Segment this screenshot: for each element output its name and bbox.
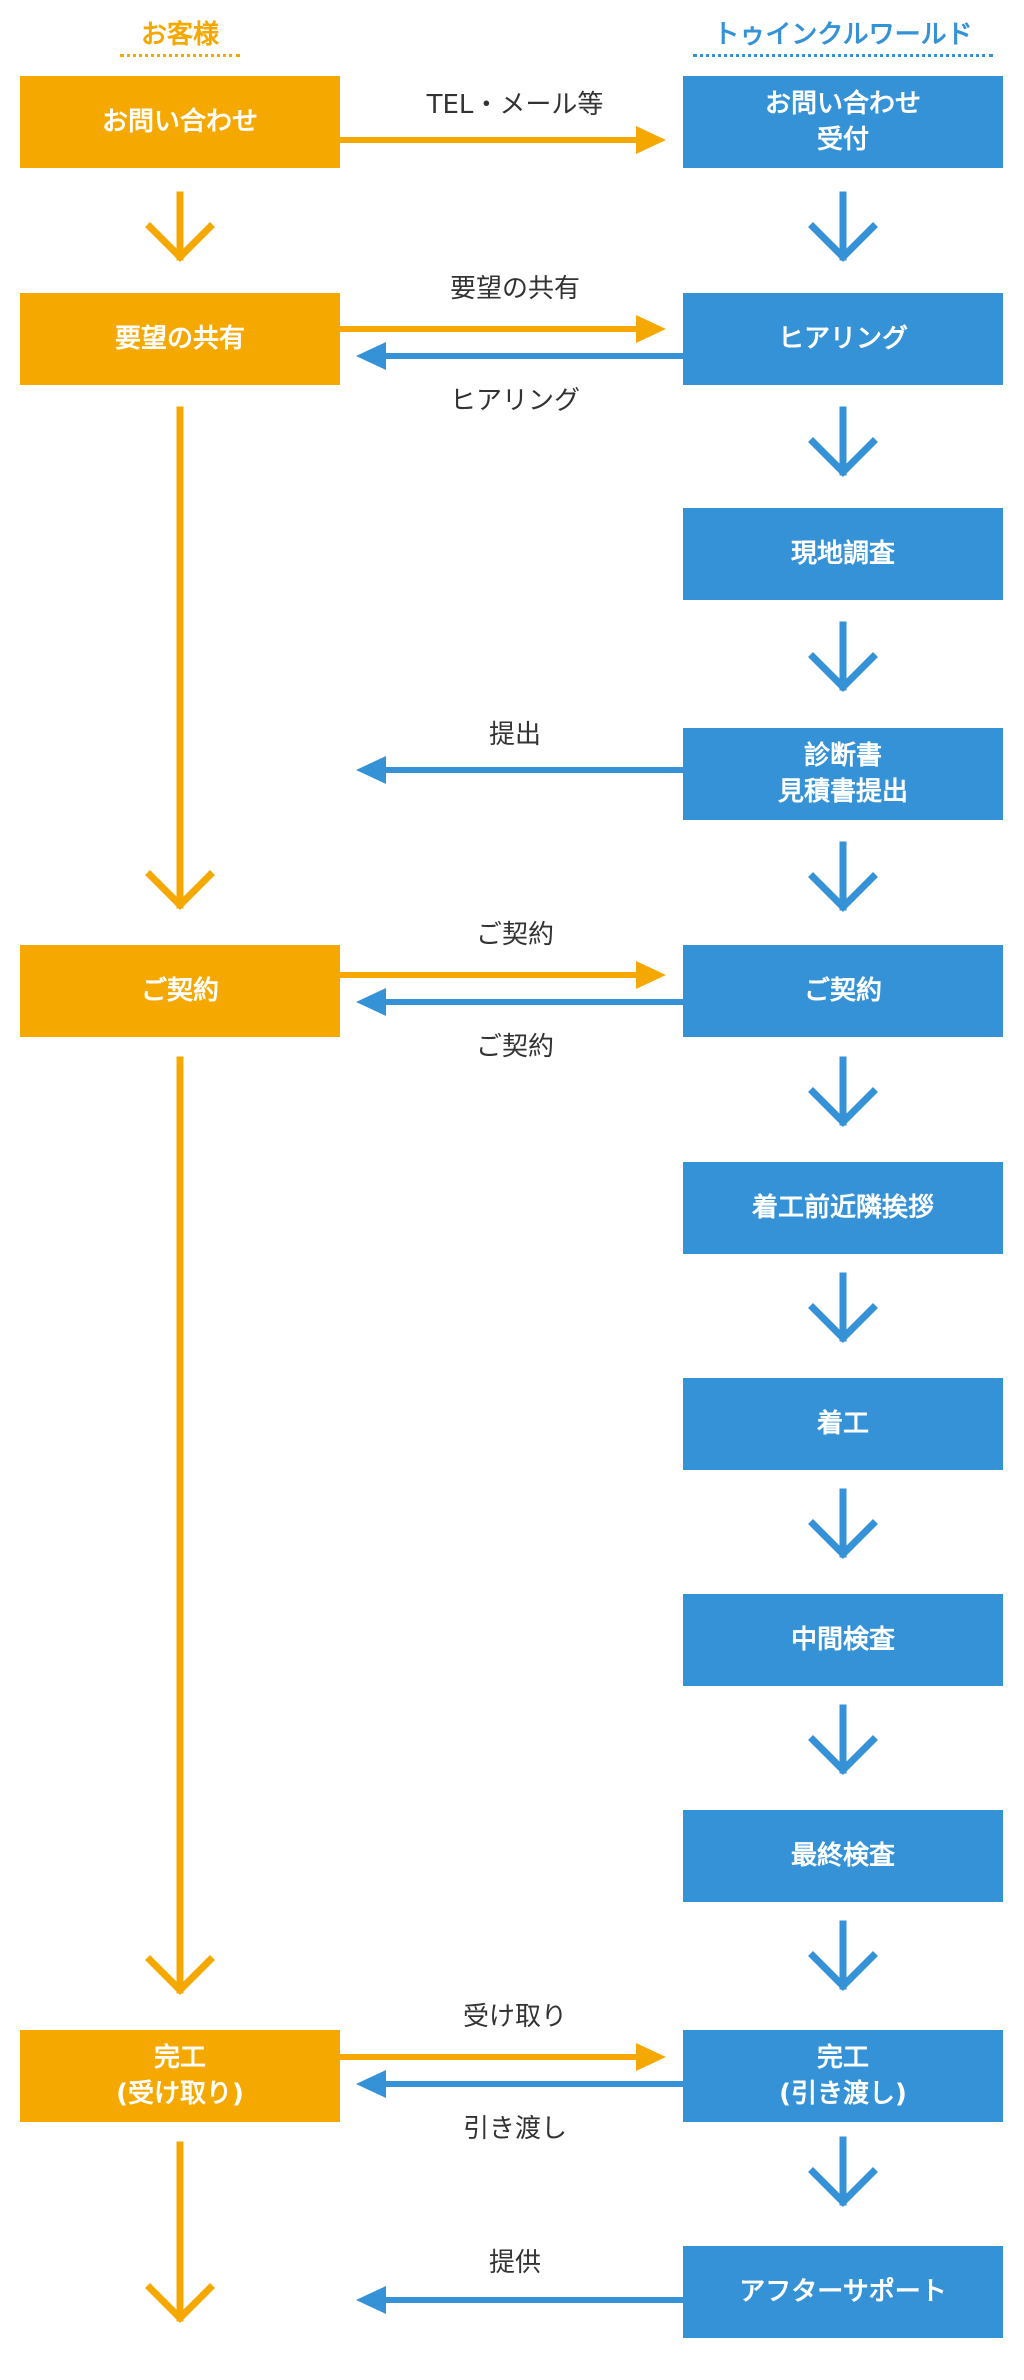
company-down-arrow-6 <box>808 1272 878 1343</box>
h-arrow-tel-mail <box>340 126 666 154</box>
company-down-arrow-9 <box>808 1920 878 1991</box>
customer-step-completion: 完工 (受け取り) <box>20 2030 340 2122</box>
label-contract-to-company: ご契約 <box>475 920 554 950</box>
h-arrow-handover <box>356 2070 683 2098</box>
h-arrow-share-request <box>340 315 666 343</box>
label-share-request: 要望の共有 <box>449 274 580 304</box>
label-submit: 提出 <box>488 720 541 750</box>
company-step-construction-start: 着工 <box>683 1378 1003 1470</box>
h-arrow-hearing <box>356 342 683 370</box>
company-down-arrow-3 <box>808 621 878 692</box>
company-step-hearing: ヒアリング <box>683 293 1003 385</box>
customer-down-arrow-1 <box>145 191 215 262</box>
customer-step-inquiry: お問い合わせ <box>20 76 340 168</box>
company-down-arrow-4 <box>808 841 878 912</box>
company-down-arrow-5 <box>808 1056 878 1127</box>
company-down-arrow-10 <box>808 2136 878 2207</box>
company-step-neighbor-greeting: 着工前近隣挨拶 <box>683 1162 1003 1254</box>
customer-step-share-request: 要望の共有 <box>20 293 340 385</box>
label-provide: 提供 <box>488 2248 541 2278</box>
company-down-arrow-7 <box>808 1488 878 1559</box>
customer-down-arrows <box>145 191 215 2323</box>
customer-step-contract: ご契約 <box>20 945 340 1037</box>
company-down-arrow-2 <box>808 406 878 477</box>
label-handover: 引き渡し <box>462 2114 567 2144</box>
h-arrow-contract-left <box>356 988 683 1016</box>
h-arrow-receive <box>340 2043 666 2071</box>
company-down-arrow-1 <box>808 191 878 262</box>
h-arrow-contract-right <box>340 961 666 989</box>
company-step-after-support: アフターサポート <box>683 2246 1003 2338</box>
company-step-diagnosis-estimate: 診断書 見積書提出 <box>683 728 1003 820</box>
customer-down-arrow-4 <box>145 2141 215 2323</box>
label-tel-mail: TEL・メール等 <box>426 90 604 120</box>
h-arrow-submit <box>356 756 683 784</box>
label-hearing: ヒアリング <box>449 386 580 416</box>
label-receive: 受け取り <box>462 2002 567 2032</box>
customer-down-arrow-2 <box>145 406 215 910</box>
company-step-site-survey: 現地調査 <box>683 508 1003 600</box>
company-column-header: トゥインクルワールド <box>693 18 993 57</box>
company-step-completion: 完工 (引き渡し) <box>683 2030 1003 2122</box>
label-contract-to-customer: ご契約 <box>475 1032 554 1062</box>
h-arrow-provide <box>356 2286 683 2314</box>
customer-down-arrow-3 <box>145 1056 215 1995</box>
company-step-final-inspection: 最終検査 <box>683 1810 1003 1902</box>
company-step-inquiry-reception: お問い合わせ 受付 <box>683 76 1003 168</box>
customer-column-header: お客様 <box>120 18 240 57</box>
company-step-interim-inspection: 中間検査 <box>683 1594 1003 1686</box>
company-down-arrow-8 <box>808 1704 878 1775</box>
company-step-contract: ご契約 <box>683 945 1003 1037</box>
